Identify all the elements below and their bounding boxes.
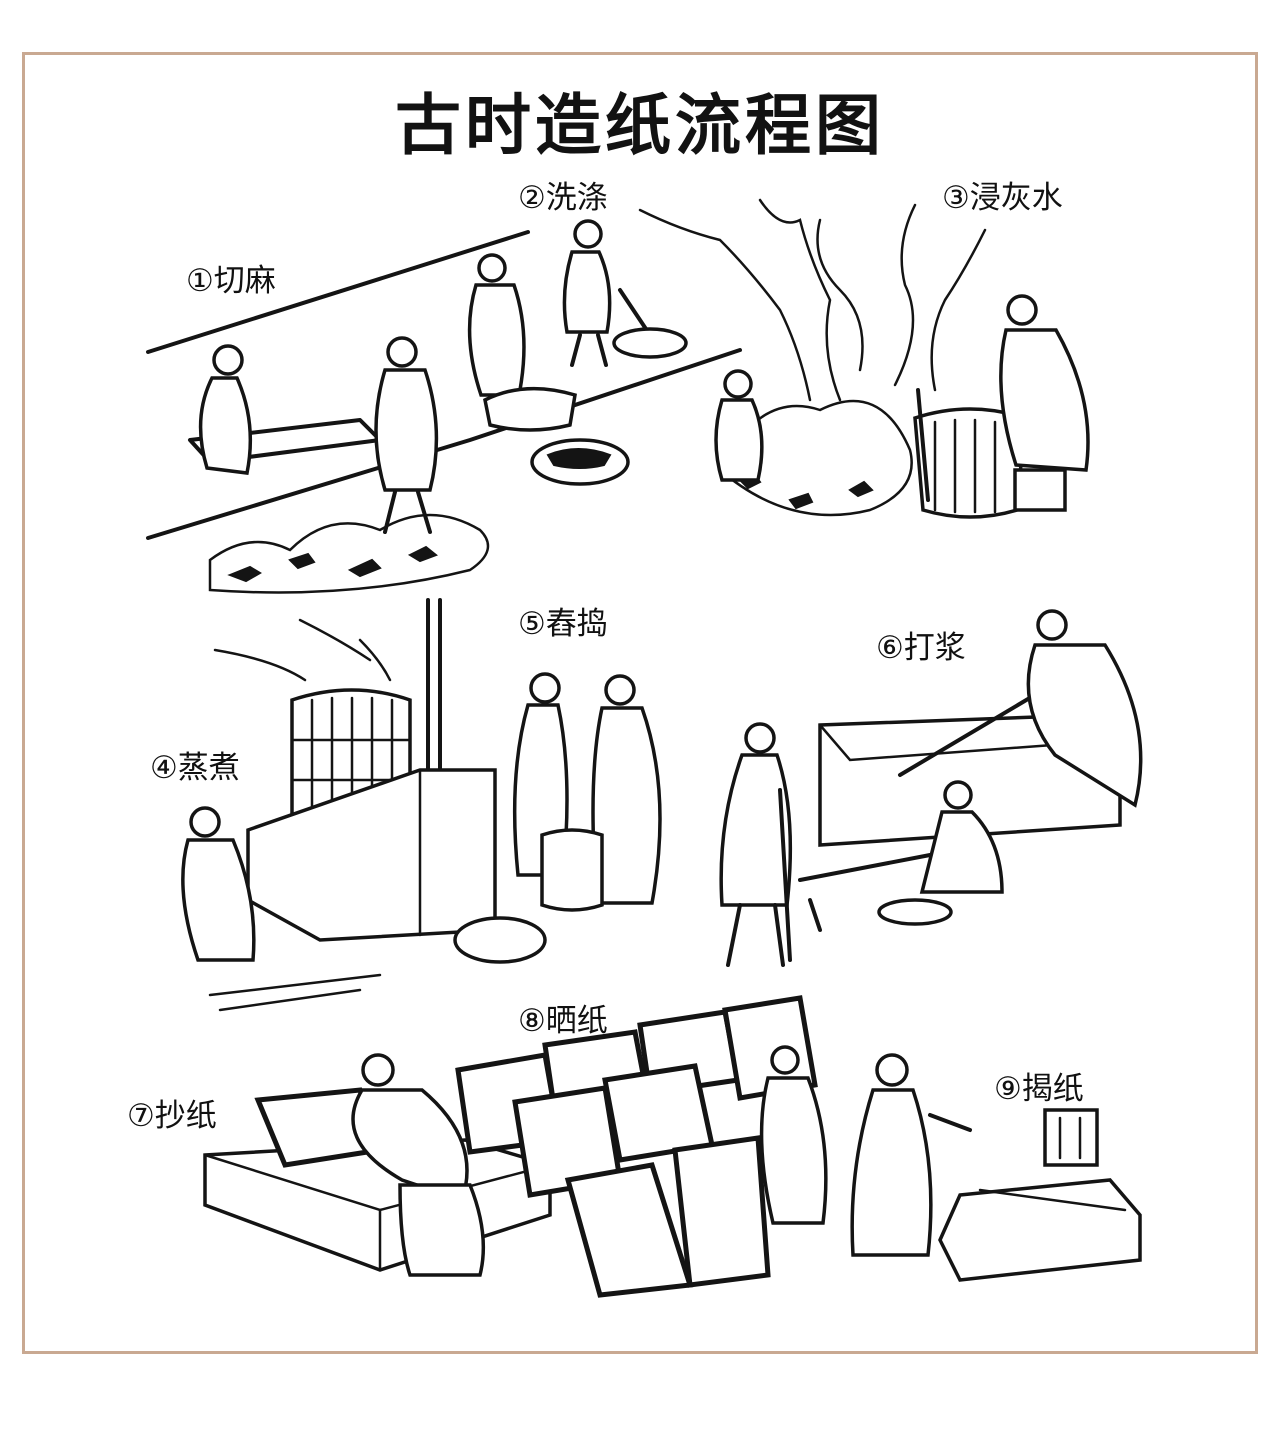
scene-steaming xyxy=(181,598,547,1012)
step-cutting-hemp-label: ①切麻 xyxy=(186,263,276,299)
scene-pounding xyxy=(512,672,662,912)
scene-beating-pulp xyxy=(719,609,1143,967)
step-washing-label: ②洗涤 xyxy=(518,180,608,216)
step-forming-paper-label: ⑦抄纸 xyxy=(127,1098,217,1134)
step-pounding-label: ⑤舂捣 xyxy=(518,606,608,642)
scene-cutting-hemp xyxy=(146,230,742,594)
step-drying-paper-label: ⑧晒纸 xyxy=(518,1003,608,1039)
step-steaming-label: ④蒸煮 xyxy=(150,750,240,786)
scene-forming-paper xyxy=(203,1053,552,1277)
scene-soaking-lime-water xyxy=(638,198,1090,519)
scene-washing xyxy=(467,219,688,486)
diagram-title: 古时造纸流程图 xyxy=(395,87,885,164)
scene-peeling-paper xyxy=(850,1053,1142,1282)
step-peeling-paper-label: ⑨揭纸 xyxy=(994,1071,1084,1107)
scene-drying-paper xyxy=(455,995,828,1298)
step-beating-pulp-label: ⑥打浆 xyxy=(876,630,966,666)
step-soaking-lime-water-label: ③浸灰水 xyxy=(942,180,1063,216)
